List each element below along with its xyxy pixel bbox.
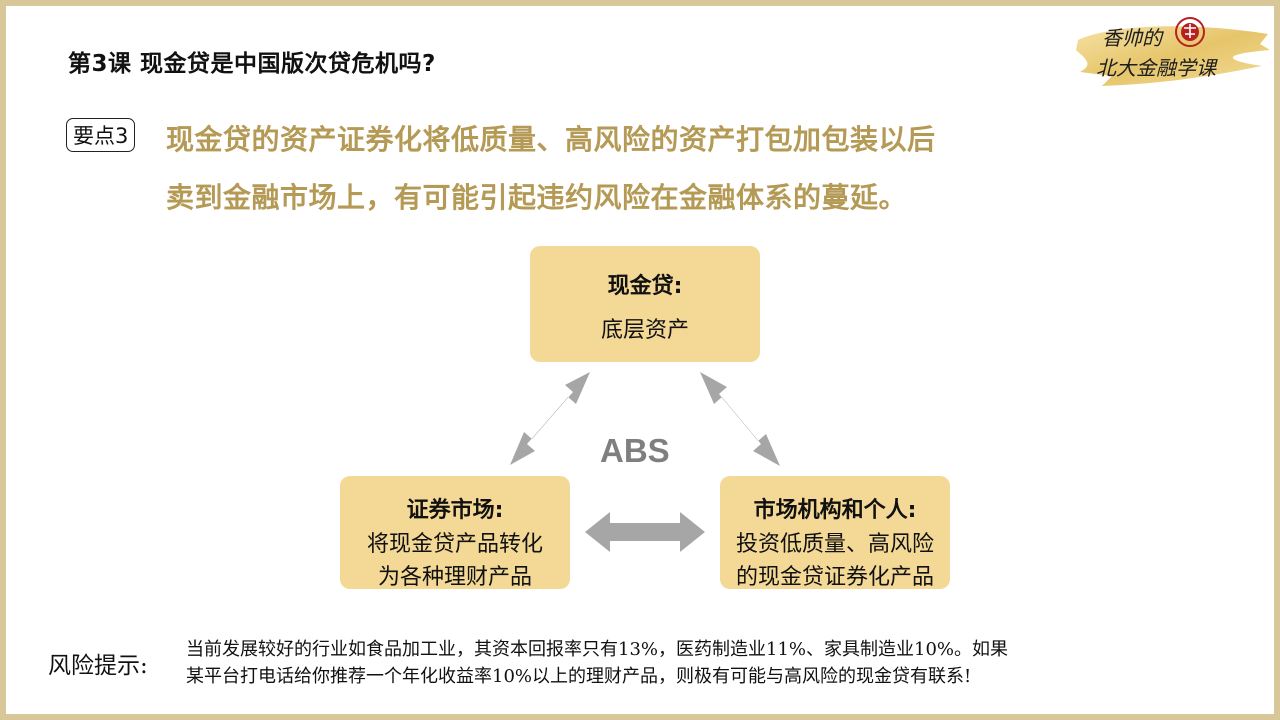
right-box-heading: 市场机构和个人: bbox=[720, 492, 950, 524]
top-box-text: 底层资产 bbox=[530, 312, 760, 344]
risk-text-line-1: 当前发展较好的行业如食品加工业，其资本回报率只有13%，医药制造业11%、家具制… bbox=[186, 636, 1236, 663]
left-box-line-2: 为各种理财产品 bbox=[340, 559, 570, 591]
risk-text-line-2: 某平台打电话给你推荐一个年化收益率10%以上的理财产品，则极有可能与高风险的现金… bbox=[186, 663, 1236, 690]
top-box-cash-loan: 现金贷: 底层资产 bbox=[530, 246, 760, 362]
right-box-investors: 市场机构和个人: 投资低质量、高风险 的现金贷证券化产品 bbox=[720, 476, 950, 589]
risk-label: 风险提示: bbox=[48, 646, 148, 680]
left-box-line-1: 将现金贷产品转化 bbox=[340, 526, 570, 558]
right-box-line-1: 投资低质量、高风险 bbox=[720, 526, 950, 558]
right-box-line-2: 的现金贷证券化产品 bbox=[720, 559, 950, 591]
abs-label: ABS bbox=[600, 432, 670, 470]
risk-text: 当前发展较好的行业如食品加工业，其资本回报率只有13%，医药制造业11%、家具制… bbox=[186, 636, 1236, 690]
left-box-heading: 证券市场: bbox=[340, 492, 570, 524]
horizontal-arrow bbox=[585, 512, 705, 552]
left-diagonal-arrow bbox=[510, 372, 590, 465]
right-diagonal-arrow bbox=[700, 372, 780, 466]
top-box-heading: 现金贷: bbox=[530, 268, 760, 300]
left-box-securities-market: 证券市场: 将现金贷产品转化 为各种理财产品 bbox=[340, 476, 570, 589]
